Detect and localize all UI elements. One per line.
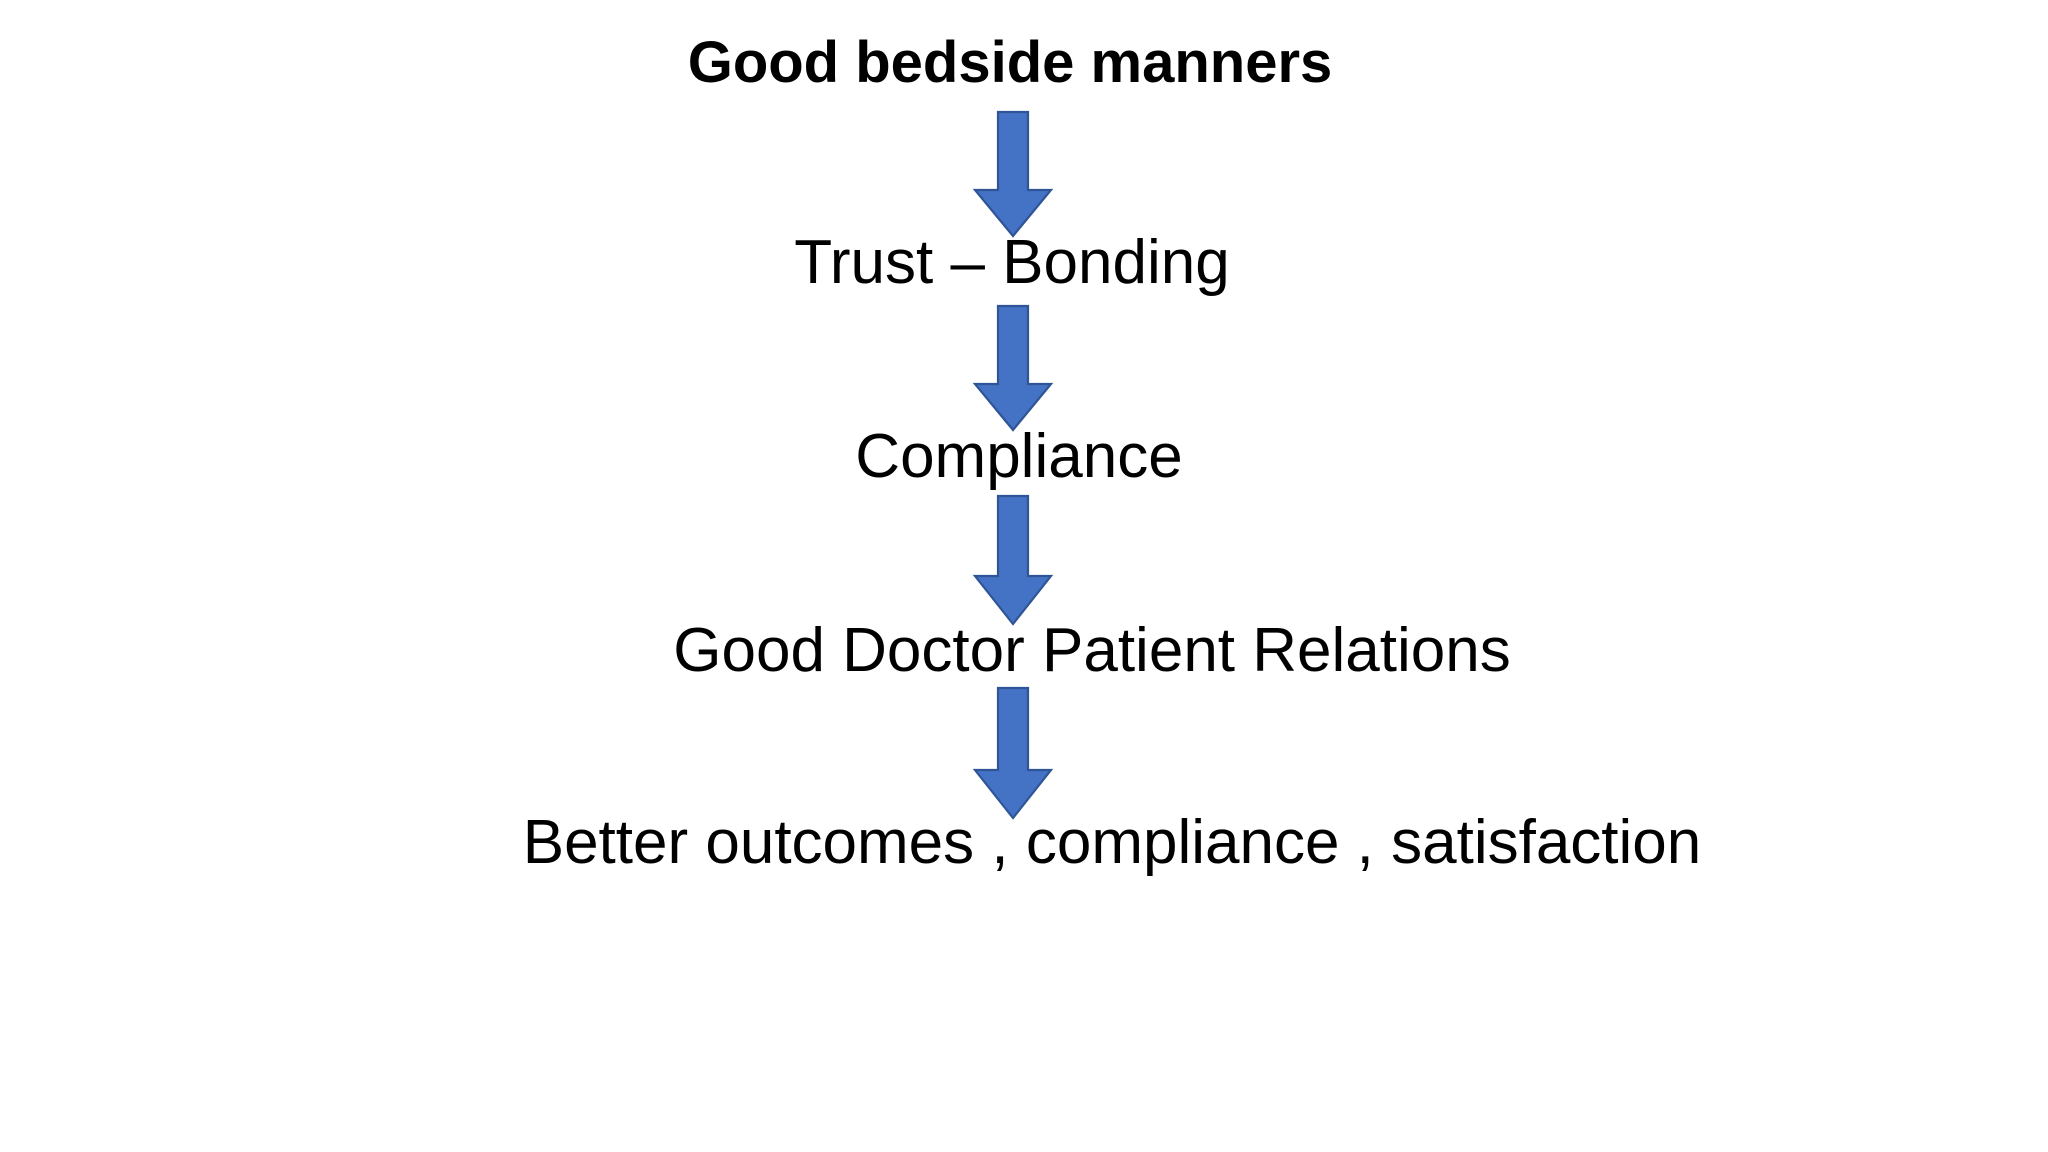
flow-node-compliance: Compliance [855, 422, 1183, 491]
flow-node-better-outcomes: Better outcomes , compliance , satisfact… [522, 808, 1702, 877]
flow-node-doctor-patient-relations: Good Doctor Patient Relations [673, 616, 1511, 685]
down-arrow-icon-4 [972, 686, 1054, 820]
flow-node-trust-bonding: Trust – Bonding [794, 228, 1230, 297]
down-arrow-icon-3 [972, 494, 1054, 626]
down-arrow-icon-2 [972, 304, 1054, 432]
flow-node-title: Good bedside manners [687, 30, 1333, 95]
down-arrow-icon-1 [972, 110, 1054, 238]
